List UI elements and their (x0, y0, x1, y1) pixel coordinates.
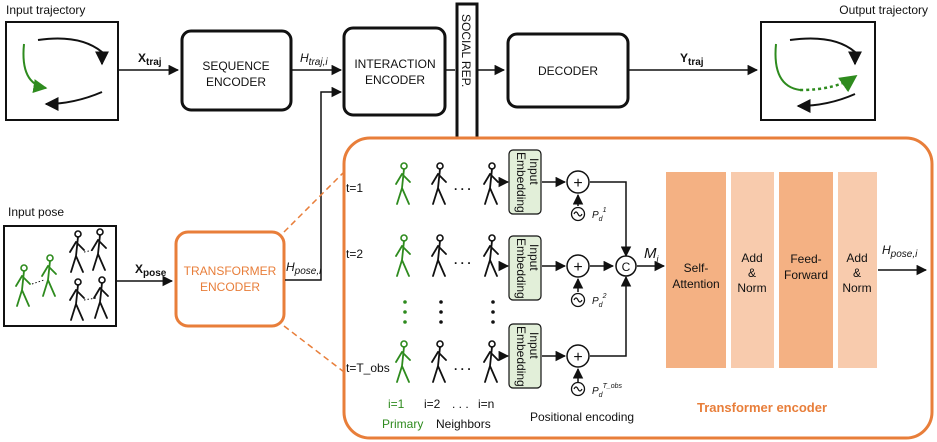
ellipsis: . . . (454, 359, 471, 373)
svg-text:Self-: Self- (684, 261, 709, 275)
h-pose-out-label: Hpose,i (882, 243, 918, 260)
add-norm-block (838, 172, 877, 368)
svg-text:Attention: Attention (672, 277, 719, 291)
decoder-box (506, 32, 630, 109)
input-trajectory-label: Input trajectory (6, 3, 85, 17)
plus-circle-icon (566, 344, 590, 368)
pe-label-1: Pd1 (592, 207, 607, 223)
input-trajectory-box (5, 21, 119, 121)
input-pose-skeletons (15, 228, 109, 321)
input-embedding-blocks: Input Embedding Input Embedding Input Em… (508, 149, 542, 389)
svg-text:+: + (573, 259, 582, 276)
transformer-encoder-line1: TRANSFORMER (184, 264, 277, 278)
m-i-label: Mi (644, 245, 660, 264)
timestep-label: t=T_obs (346, 361, 390, 375)
output-traj-black-path-2 (796, 93, 856, 113)
svg-text:Feed-: Feed- (790, 252, 821, 266)
pe-label-2: Pd2 (592, 293, 607, 309)
timestep-label: t=2 (346, 247, 363, 261)
svg-text:&: & (853, 266, 861, 280)
transformer-encoder-title: Transformer encoder (697, 400, 827, 415)
self-attention-block (666, 172, 726, 368)
input-traj-black-path (37, 37, 109, 66)
input-embedding-box (508, 235, 542, 301)
output-traj-green-dotted-path (799, 74, 858, 93)
output-trajectory-label: Output trajectory (839, 3, 928, 17)
zoom-line-top (283, 171, 345, 233)
plus-circle-icon (566, 254, 590, 278)
svg-text:&: & (748, 266, 756, 280)
input-pose-label: Input pose (8, 205, 64, 219)
zoom-line-bottom (283, 325, 345, 373)
input-embedding-box (508, 323, 542, 389)
h-pose-arrow-icon (285, 86, 343, 281)
input-traj-black-path-2 (44, 91, 103, 111)
vertical-dots (403, 300, 495, 324)
x-pose-label: Xpose (135, 262, 167, 279)
sequence-encoder-line2: ENCODER (206, 75, 266, 89)
input-embedding-line1: Input (527, 332, 541, 359)
interaction-encoder-line1: INTERACTION (354, 57, 435, 71)
positional-encoding-group: + Pd1 + Pd2 + PdT_obs Positional encodin… (530, 170, 634, 424)
input-embedding-line1: Input (527, 244, 541, 271)
input-traj-green-path (22, 43, 48, 93)
neighbors-label: Neighbors (436, 417, 491, 431)
ellipsis: . . . (454, 253, 471, 267)
interaction-encoder-line2: ENCODER (365, 73, 425, 87)
agent-index-ellipsis: . . . (452, 397, 469, 411)
agent-index-primary: i=1 (388, 397, 405, 411)
timestep-label: t=1 (346, 181, 363, 195)
input-embedding-box (508, 149, 542, 215)
transformer-encoder-box (174, 230, 286, 328)
input-embedding-line2: Embedding (514, 326, 528, 387)
add-norm-block (731, 172, 774, 368)
svg-text:Add: Add (846, 251, 867, 265)
ellipsis: . . . (454, 179, 471, 193)
interaction-encoder-box (342, 26, 447, 117)
timestep-rows: t=1 . . . t=2 . . . t=T_obs . . . (346, 162, 499, 383)
input-embedding-line2: Embedding (514, 238, 528, 299)
sequence-encoder-box (180, 29, 293, 112)
x-traj-label: Xtraj (138, 51, 162, 68)
svg-text:Norm: Norm (737, 281, 766, 295)
output-traj-black-path (789, 37, 862, 66)
positional-encoding-label: Positional encoding (530, 410, 634, 424)
h-pose-label: Hpose,i (286, 260, 322, 277)
pe-label-3: PdT_obs (592, 383, 623, 399)
transformer-blocks: Self- Attention Add & Norm Feed- Forward… (666, 172, 877, 368)
plus-circle-icon (566, 170, 590, 194)
feed-forward-block (779, 172, 833, 368)
concat-circle-icon (615, 255, 637, 277)
svg-text:+: + (573, 175, 582, 192)
svg-text:+: + (573, 349, 582, 366)
social-rep-label: SOCIAL REP. (459, 14, 473, 87)
agent-index-neighbor: i=2 (424, 397, 441, 411)
svg-text:C: C (622, 260, 631, 274)
sequence-encoder-line1: SEQUENCE (202, 59, 269, 73)
h-traj-label: Htraj,i (300, 51, 328, 68)
primary-label: Primary (382, 417, 423, 431)
input-embedding-line1: Input (527, 158, 541, 185)
input-embedding-line2: Embedding (514, 152, 528, 213)
svg-text:Add: Add (741, 251, 762, 265)
output-traj-green-path (774, 43, 801, 91)
transformer-encoder-line2: ENCODER (200, 280, 260, 294)
svg-text:Forward: Forward (784, 268, 828, 282)
decoder-label: DECODER (538, 64, 598, 78)
agent-index-last: i=n (478, 397, 494, 411)
svg-text:Norm: Norm (842, 281, 871, 295)
y-traj-label: Ytraj (680, 51, 704, 68)
